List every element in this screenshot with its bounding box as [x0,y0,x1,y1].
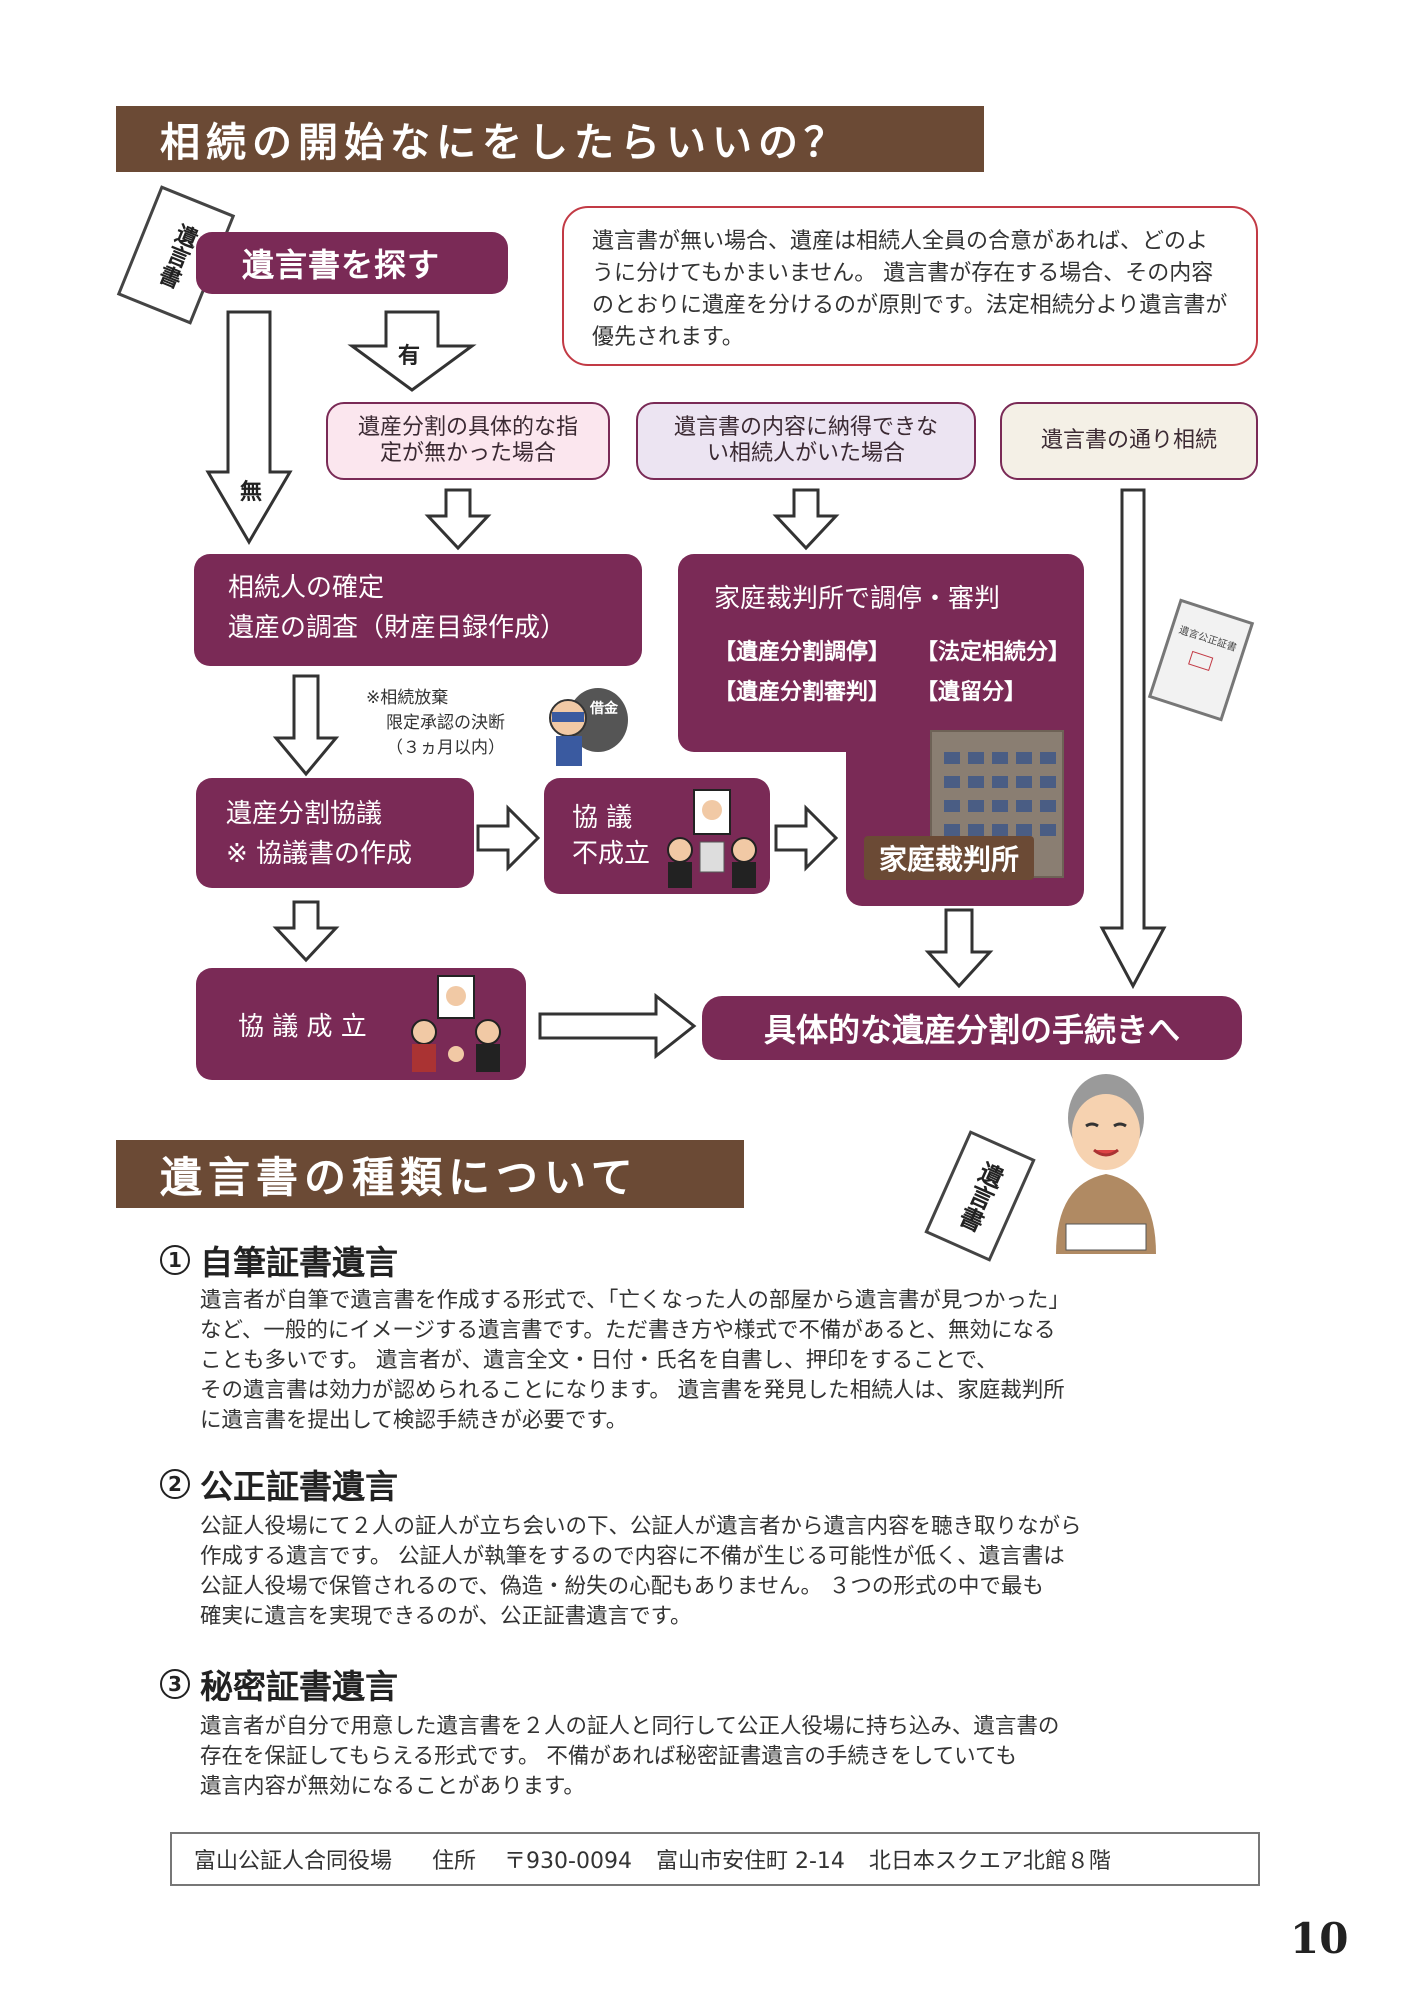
will-type-1-line: に遺言書を提出して検認手続きが必要です。 [200,1408,628,1433]
will-type-3-line: 遺言者が自分で用意した遺言書を２人の証人と同行して公正人役場に持ち込み、遺言書の [200,1714,1060,1739]
will-type-1-line: など、一般的にイメージする遺言書です。ただ書き方や様式で不備があると、無効になる [200,1318,1056,1343]
will-type-1-heading: 1 自筆証書遺言 [160,1236,398,1284]
down-arrow-to-success [272,900,340,963]
condition-heir-disagrees: 遺言書の内容に納得できない相続人がいた場合 [636,402,976,480]
section2-title: 遺言書の種類について [160,1152,639,1202]
will-type-2-line: 公証人役場で保管されるので、偽造・紛失の心配もありません。 ３つの形式の中で最も [200,1574,1044,1599]
will-scroll-icon-2: 遺言書 [924,1130,1036,1262]
address-label: 住所 [432,1849,477,1874]
building-name: 北日本スクエア北館８階 [868,1849,1111,1874]
condition-inherit-per-will-text: 遺言書の通り相続 [1040,428,1217,453]
family-court-box: 家庭裁判所で調停・審判 【遺産分割調停】【法定相続分】 【遺産分割審判】【遺留分… [678,554,1084,752]
search-will-box: 遺言書を探す [196,232,508,294]
will-type-2-heading: 2 公正証書遺言 [160,1460,398,1508]
division-agreement-line1: 遺産分割協議 [226,799,383,829]
condition-inherit-per-will: 遺言書の通り相続 [1000,402,1258,480]
down-arrow-cond2 [772,488,840,551]
condition-no-specific-division: 遺産分割の具体的な指定が無かった場合 [326,402,610,480]
will-type-1-line: その遺言書は効力が認められることになります。 遺言書を発見した相続人は、家庭裁判… [200,1378,1065,1403]
renunciation-note-line3: （３ヵ月以内） [386,738,505,758]
will-priority-note: 遺言書が無い場合、遺産は相続人全員の合意があれば、どのように分けてもかまいません… [562,206,1258,366]
renunciation-note-line2: 限定承認の決断 [386,713,505,733]
no-label: 無 [240,480,263,505]
elderly-man-writing-illustration [1046,1074,1166,1254]
will-type-2-line: 公証人役場にて２人の証人が立ち会いの下、公証人が遺言者から遺言内容を聴き取りなが… [200,1514,1082,1539]
renunciation-note: ※相続放棄 限定承認の決断 （３ヵ月以内） [366,686,505,761]
page-number: 10 [1290,1914,1349,1963]
arguing-family-illustration [660,786,764,890]
office-address-box: 富山公証人合同役場 住所 〒930-0094 富山市安住町 2-14 北日本スク… [170,1832,1260,1886]
yes-arrow [347,310,477,392]
agreement-failed-line1: 協 議 [572,803,633,833]
family-court-title: 家庭裁判所で調停・審判 [714,584,1001,614]
no-arrow [205,310,293,545]
right-arrow-to-procedure [538,992,697,1060]
agreement-reached-box: 協 議 成 立 [196,968,526,1080]
condition-no-specific-division-text: 遺産分割の具体的な指定が無かった場合 [357,415,578,466]
court-item-judgment: 【遺産分割審判】 [714,680,891,705]
postal-code: 〒930-0094 [504,1849,632,1874]
will-type-2-line: 確実に遺言を実現できるのが、公正証書遺言です。 [200,1604,692,1629]
debt-thief-illustration: 借金 [538,676,634,776]
confirm-heirs-line1: 相続人の確定 [228,573,385,603]
seal-mark-icon [1188,650,1214,672]
section1-header: 相続の開始なにをしたらいいの？ [116,106,984,172]
section2-header: 遺言書の種類について [116,1140,744,1208]
will-type-3-line: 遺言内容が無効になることがあります。 [200,1774,585,1799]
will-type-1-title: 自筆証書遺言 [200,1243,398,1282]
will-type-3-number: 3 [160,1669,190,1699]
will-type-2-line: 作成する遺言です。 公証人が執筆をするので内容に不備が生じる可能性が低く、遺言書… [200,1544,1065,1569]
debt-bag-label: 借金 [590,701,618,717]
search-will-label: 遺言書を探す [242,246,441,284]
division-agreement-line2: ※ 協議書の作成 [226,839,413,869]
confirm-heirs-line2: 遺産の調査（財産目録作成） [228,613,567,643]
will-type-3-body: 遺言者が自分で用意した遺言書を２人の証人と同行して公正人役場に持ち込み、遺言書の… [200,1712,1260,1802]
agreement-failed-line2: 不成立 [572,839,651,869]
division-procedure-label: 具体的な遺産分割の手続きへ [763,1011,1180,1049]
right-arrow-to-failure [476,804,541,872]
renunciation-note-line1: ※相続放棄 [366,688,449,708]
will-type-3-heading: 3 秘密証書遺言 [160,1660,398,1708]
court-building-sign: 家庭裁判所 [864,836,1034,880]
down-arrow-to-division [272,674,340,777]
right-arrow-to-court [774,804,839,872]
will-type-3-line: 存在を保証してもらえる形式です。 不備があれば秘密証書遺言の手続きをしていても [200,1744,1017,1769]
agreement-reached-label: 協 議 成 立 [238,1011,367,1042]
will-type-1-number: 1 [160,1245,190,1275]
will-scroll-label-2: 遺言書 [952,1157,1007,1235]
office-name: 富山公証人合同役場 [194,1849,393,1874]
condition-heir-disagrees-text: 遺言書の内容に納得できない相続人がいた場合 [673,415,938,466]
street-address: 富山市安住町 2-14 [655,1849,845,1874]
will-type-2-body: 公証人役場にて２人の証人が立ち会いの下、公証人が遺言者から遺言内容を聴き取りなが… [200,1512,1260,1632]
notarized-will-document-label: 遺言公正証書 [1177,625,1238,655]
will-type-1-body: 遺言者が自筆で遺言書を作成する形式で、「亡くなった人の部屋から遺言書が見つかった… [200,1286,1260,1436]
court-item-reserved-share: 【遺留分】 [916,680,1027,705]
section1-title: 相続の開始なにをしたらいいの？ [160,120,850,166]
division-agreement-box: 遺産分割協議 ※ 協議書の作成 [196,778,474,888]
will-priority-note-text: 遺言書が無い場合、遺産は相続人全員の合意があれば、どのように分けてもかまいません… [592,229,1228,350]
court-building-sign-text: 家庭裁判所 [878,843,1019,876]
will-type-1-line: ことも多いです。 遺言者が、遺言全文・日付・氏名を自書し、押印をすることで、 [200,1348,998,1373]
agreeing-family-illustration [400,974,512,1074]
will-type-2-number: 2 [160,1469,190,1499]
will-type-2-title: 公正証書遺言 [200,1467,398,1506]
will-type-1-line: 遺言者が自筆で遺言書を作成する形式で、「亡くなった人の部屋から遺言書が見つかった… [200,1288,1070,1313]
confirm-heirs-box: 相続人の確定 遺産の調査（財産目録作成） [194,554,642,666]
down-arrow-cond1 [424,488,492,551]
will-type-3-title: 秘密証書遺言 [200,1667,398,1706]
down-arrow-from-court [924,908,994,989]
down-arrow-cond3 [1099,488,1167,990]
court-item-legal-share: 【法定相続分】 [916,640,1071,665]
division-procedure-box: 具体的な遺産分割の手続きへ [702,996,1242,1060]
yes-label: 有 [398,344,421,369]
court-item-mediation: 【遺産分割調停】 [714,640,891,665]
